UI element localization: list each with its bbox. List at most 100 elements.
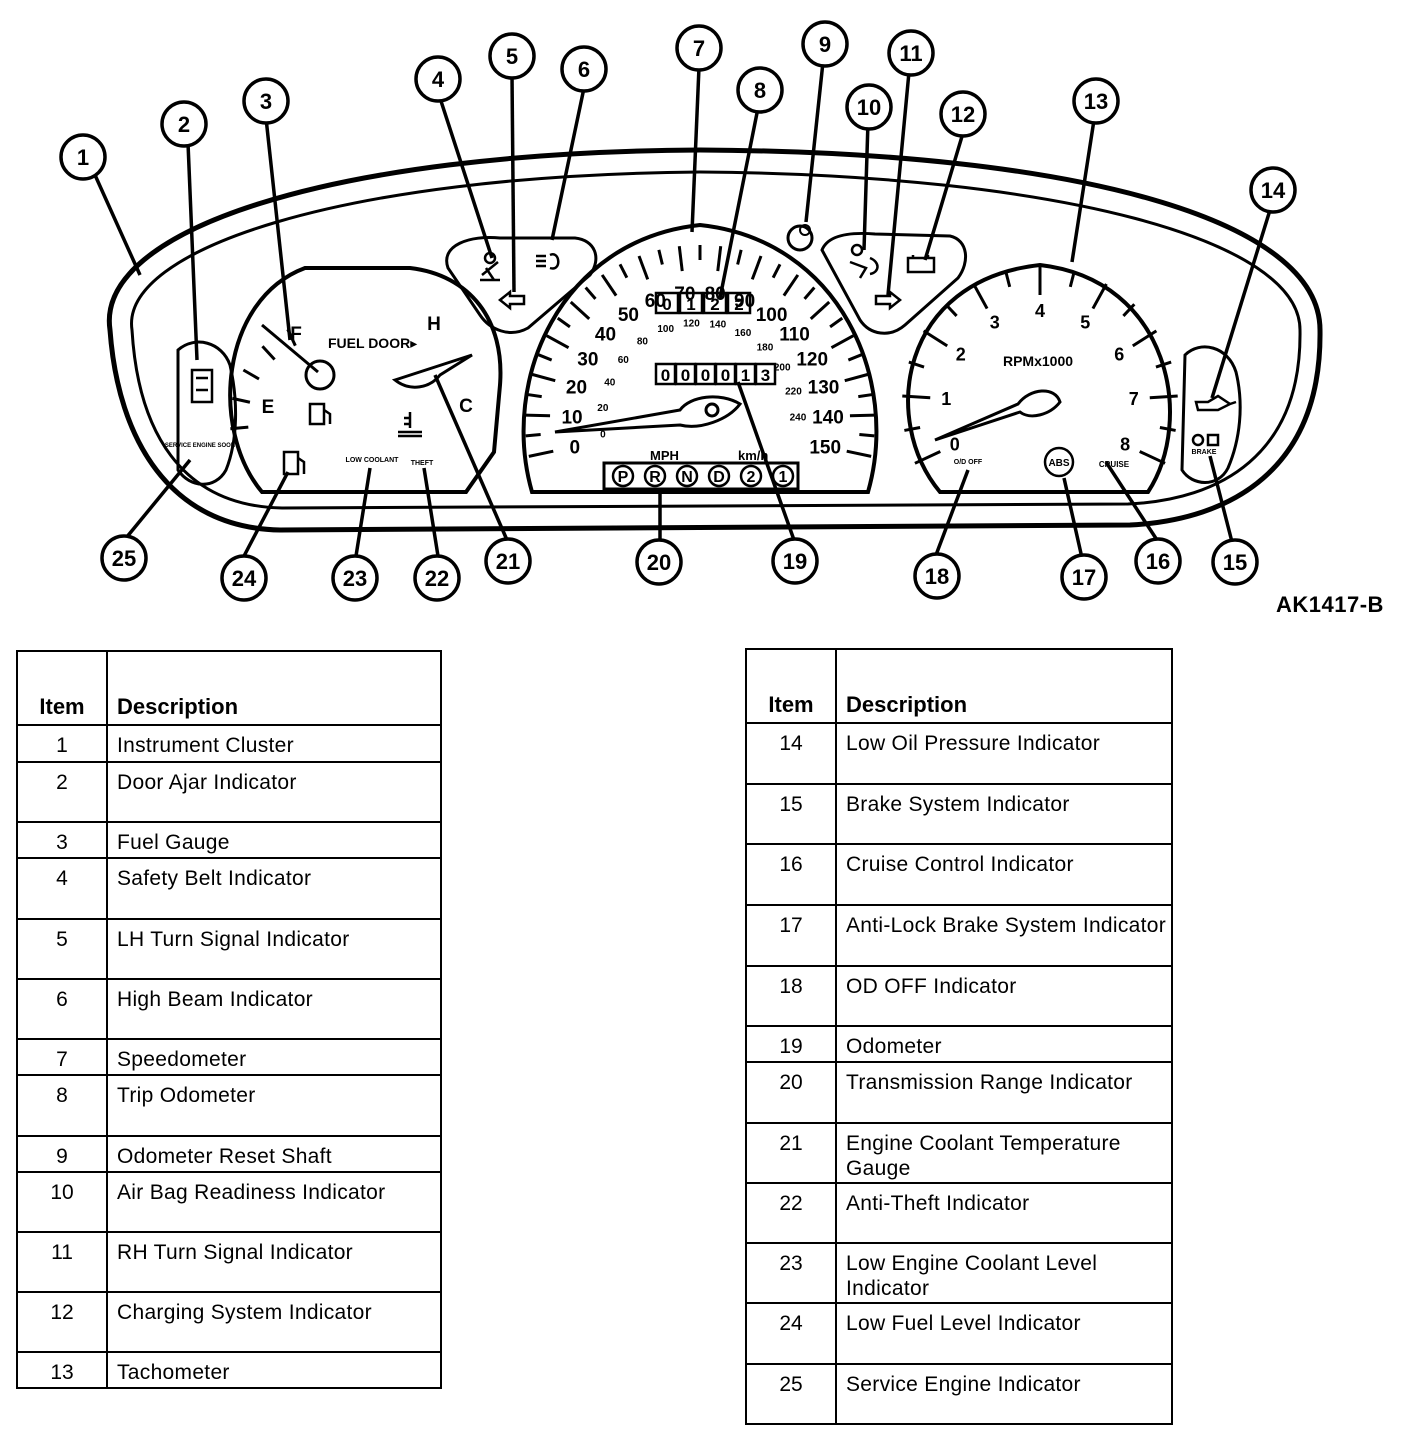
svg-text:5: 5 (506, 44, 518, 69)
rpm-label: RPMx1000 (1003, 353, 1073, 369)
callout-7: 7 (675, 24, 723, 72)
kmh-tick-label: 200 (774, 363, 791, 374)
high-beam-icon (536, 253, 560, 270)
kmh-tick-label: 60 (618, 355, 630, 366)
item-number: 8 (16, 1074, 108, 1137)
temp-needle (391, 353, 473, 389)
item-description: Service Engine Indicator (835, 1363, 1173, 1425)
item-number: 16 (745, 843, 837, 906)
item-number: 7 (16, 1038, 108, 1076)
item-description: Anti-Theft Indicator (835, 1182, 1173, 1244)
mph-tick-label: 100 (756, 305, 788, 326)
item-description: Charging System Indicator (106, 1291, 442, 1353)
callout-8: 8 (736, 66, 784, 114)
gear-indicator-circle (675, 464, 699, 488)
theft-label: THEFT (411, 460, 434, 467)
kmh-tick-label: 240 (790, 413, 807, 424)
right-side-pod (1180, 345, 1242, 484)
mph-tick-label: 50 (618, 305, 639, 326)
od-off-label: O/D OFF (954, 459, 983, 466)
mph-tick-label: 120 (796, 349, 828, 370)
item-number: 19 (745, 1025, 837, 1063)
callout-18: 18 (913, 552, 961, 600)
svg-text:10: 10 (857, 95, 881, 120)
trip-digit-box (702, 291, 728, 315)
instrument-cluster-diagram: F E H C FUEL DOOR▸ MPH km/h RPMx1000 LOW… (59, 20, 1323, 602)
item-number: 2 (16, 761, 108, 823)
item-number: 11 (16, 1231, 108, 1293)
trip-digit-box (654, 291, 680, 315)
cruise-label: CRUISE (1099, 460, 1130, 469)
battery-icon (906, 255, 936, 274)
rpm-tick-label: 1 (941, 389, 951, 409)
item-description: Fuel Gauge (106, 821, 442, 859)
callout-2: 2 (160, 100, 208, 148)
abs-label: ABS (1048, 458, 1069, 469)
item-number: 6 (16, 978, 108, 1040)
svg-text:6: 6 (578, 57, 590, 82)
item-description: Safety Belt Indicator (106, 857, 442, 920)
coolant-temp-icon (398, 412, 422, 438)
svg-text:11: 11 (899, 41, 922, 66)
callout-5: 5 (488, 32, 536, 80)
prnd-bar (602, 461, 800, 491)
item-description: LH Turn Signal Indicator (106, 918, 442, 980)
tachometer-needle (934, 389, 1062, 442)
item-header: Item (16, 650, 108, 726)
item-description: Brake System Indicator (835, 783, 1173, 845)
svg-text:21: 21 (496, 549, 520, 574)
airbag-icon (849, 243, 879, 279)
trip-digit: 0 (662, 295, 671, 314)
item-number: 18 (745, 965, 837, 1027)
item-description: Tachometer (106, 1351, 442, 1389)
item-number: 12 (16, 1291, 108, 1353)
kmh-tick-label: 0 (600, 430, 606, 441)
mph-tick-label: 110 (779, 325, 810, 346)
odometer-digit: 0 (721, 366, 730, 385)
mph-label: MPH (650, 448, 679, 463)
callout-9: 9 (801, 20, 849, 68)
svg-text:20: 20 (647, 550, 671, 575)
callout-25: 25 (100, 534, 148, 582)
figure-code: AK1417-B (1276, 592, 1384, 617)
callout-12: 12 (939, 90, 987, 138)
gear-indicator-circle (739, 464, 763, 488)
fuel-empty-label: E (262, 397, 275, 418)
left-side-pod (176, 340, 238, 486)
mph-tick-label: 30 (577, 349, 598, 370)
description-header: Description (106, 650, 442, 726)
callout-10: 10 (845, 83, 893, 131)
brake-label: BRAKE (1192, 449, 1217, 456)
gear-indicator-circle (611, 464, 635, 488)
tachometer-pod (906, 262, 1172, 494)
item-description: High Beam Indicator (106, 978, 442, 1040)
trip-digit-box (678, 291, 704, 315)
svg-text:2: 2 (178, 112, 190, 137)
rpm-tick-label: 8 (1120, 435, 1130, 455)
oil-can-icon (1194, 394, 1237, 412)
door-ajar-icon (190, 368, 214, 404)
low-fuel-icon (282, 450, 306, 476)
item-description: Trip Odometer (106, 1074, 442, 1137)
mph-tick-label: 0 (570, 438, 581, 459)
svg-text:24: 24 (232, 566, 257, 591)
item-number: 17 (745, 904, 837, 967)
odometer-digit: 1 (741, 366, 750, 385)
item-description: Instrument Cluster (106, 724, 442, 763)
callout-3: 3 (242, 77, 290, 125)
trip-digit: 1 (686, 295, 695, 314)
